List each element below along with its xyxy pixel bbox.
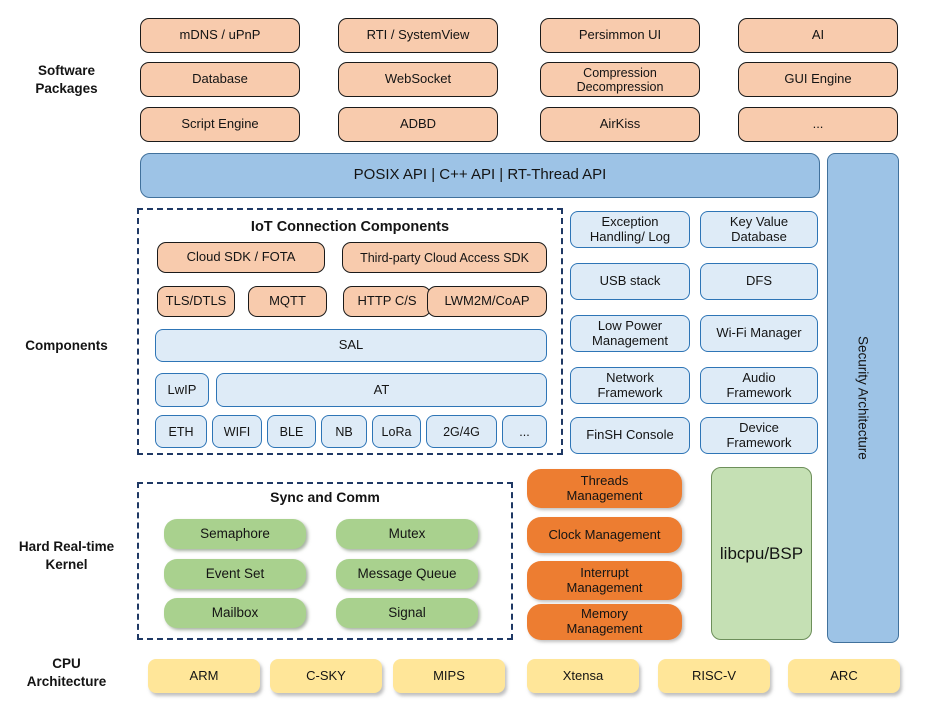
section-label-kernel: Hard Real-time Kernel bbox=[18, 539, 115, 572]
component-box-network-framework: Network Framework bbox=[570, 367, 690, 404]
component-box-exception-handling-log: Exception Handling/ Log bbox=[570, 211, 690, 248]
cpu-box-arm: ARM bbox=[148, 659, 260, 693]
iot-link-ble: BLE bbox=[267, 415, 316, 448]
iot-link-2g4g: 2G/4G bbox=[426, 415, 497, 448]
cpu-box-csky: C-SKY bbox=[270, 659, 382, 693]
package-box-compression: Compression Decompression bbox=[540, 62, 700, 97]
iot-box-lwm2m-coap: LWM2M/CoAP bbox=[427, 286, 547, 317]
package-box-more: ... bbox=[738, 107, 898, 142]
package-box-mdns-upnp: mDNS / uPnP bbox=[140, 18, 300, 53]
iot-components-group bbox=[137, 208, 563, 455]
component-box-low-power-management: Low Power Management bbox=[570, 315, 690, 352]
sync-box-mutex: Mutex bbox=[336, 519, 478, 549]
iot-link-eth: ETH bbox=[155, 415, 207, 448]
iot-link-more: ... bbox=[502, 415, 547, 448]
section-label-software-packages: Software Packages bbox=[35, 63, 98, 96]
section-label-components: Components bbox=[25, 338, 108, 353]
api-band: POSIX API | C++ API | RT-Thread API bbox=[140, 153, 820, 198]
iot-link-wifi: WIFI bbox=[212, 415, 262, 448]
package-box-script-engine: Script Engine bbox=[140, 107, 300, 142]
cpu-box-xtensa: Xtensa bbox=[527, 659, 639, 693]
sync-box-semaphore: Semaphore bbox=[164, 519, 306, 549]
package-box-websocket: WebSocket bbox=[338, 62, 498, 97]
iot-box-tls-dtls: TLS/DTLS bbox=[157, 286, 235, 317]
package-box-persimmon-ui: Persimmon UI bbox=[540, 18, 700, 53]
iot-components-title: IoT Connection Components bbox=[250, 219, 450, 235]
component-box-usb-stack: USB stack bbox=[570, 263, 690, 300]
section-label-cpu: CPU Architecture bbox=[26, 656, 107, 689]
iot-box-http-cs: HTTP C/S bbox=[343, 286, 431, 317]
component-box-finsh-console: FinSH Console bbox=[570, 417, 690, 454]
sync-box-event-set: Event Set bbox=[164, 559, 306, 589]
component-box-device-framework: Device Framework bbox=[700, 417, 818, 454]
component-box-wifi-manager: Wi-Fi Manager bbox=[700, 315, 818, 352]
kernel-box-interrupt-management: Interrupt Management bbox=[527, 561, 682, 600]
iot-box-cloud-sdk-fota: Cloud SDK / FOTA bbox=[157, 242, 325, 273]
kernel-box-memory-management: Memory Management bbox=[527, 604, 682, 640]
component-box-dfs: DFS bbox=[700, 263, 818, 300]
iot-box-thirdparty-cloud-sdk: Third-party Cloud Access SDK bbox=[342, 242, 547, 273]
sync-box-mailbox: Mailbox bbox=[164, 598, 306, 628]
kernel-box-clock-management: Clock Management bbox=[527, 517, 682, 553]
security-architecture-bar: Security Architecture bbox=[827, 153, 899, 643]
sync-box-signal: Signal bbox=[336, 598, 478, 628]
iot-box-mqtt: MQTT bbox=[248, 286, 327, 317]
cpu-box-mips: MIPS bbox=[393, 659, 505, 693]
iot-box-sal: SAL bbox=[155, 329, 547, 362]
security-architecture-label: Security Architecture bbox=[855, 336, 871, 460]
iot-box-lwip: LwIP bbox=[155, 373, 209, 407]
component-box-key-value-database: Key Value Database bbox=[700, 211, 818, 248]
sync-comm-title: Sync and Comm bbox=[270, 489, 380, 505]
package-box-ai: AI bbox=[738, 18, 898, 53]
iot-box-at: AT bbox=[216, 373, 547, 407]
iot-link-nb: NB bbox=[321, 415, 367, 448]
package-box-gui-engine: GUI Engine bbox=[738, 62, 898, 97]
package-box-airkiss: AirKiss bbox=[540, 107, 700, 142]
cpu-box-riscv: RISC-V bbox=[658, 659, 770, 693]
iot-link-lora: LoRa bbox=[372, 415, 421, 448]
libcpu-bsp-box: libcpu/BSP bbox=[711, 467, 812, 640]
package-box-adbd: ADBD bbox=[338, 107, 498, 142]
package-box-database: Database bbox=[140, 62, 300, 97]
sync-comm-group bbox=[137, 482, 513, 640]
sync-box-message-queue: Message Queue bbox=[336, 559, 478, 589]
component-box-audio-framework: Audio Framework bbox=[700, 367, 818, 404]
package-box-rti-systemview: RTI / SystemView bbox=[338, 18, 498, 53]
kernel-box-threads-management: Threads Management bbox=[527, 469, 682, 508]
cpu-box-arc: ARC bbox=[788, 659, 900, 693]
